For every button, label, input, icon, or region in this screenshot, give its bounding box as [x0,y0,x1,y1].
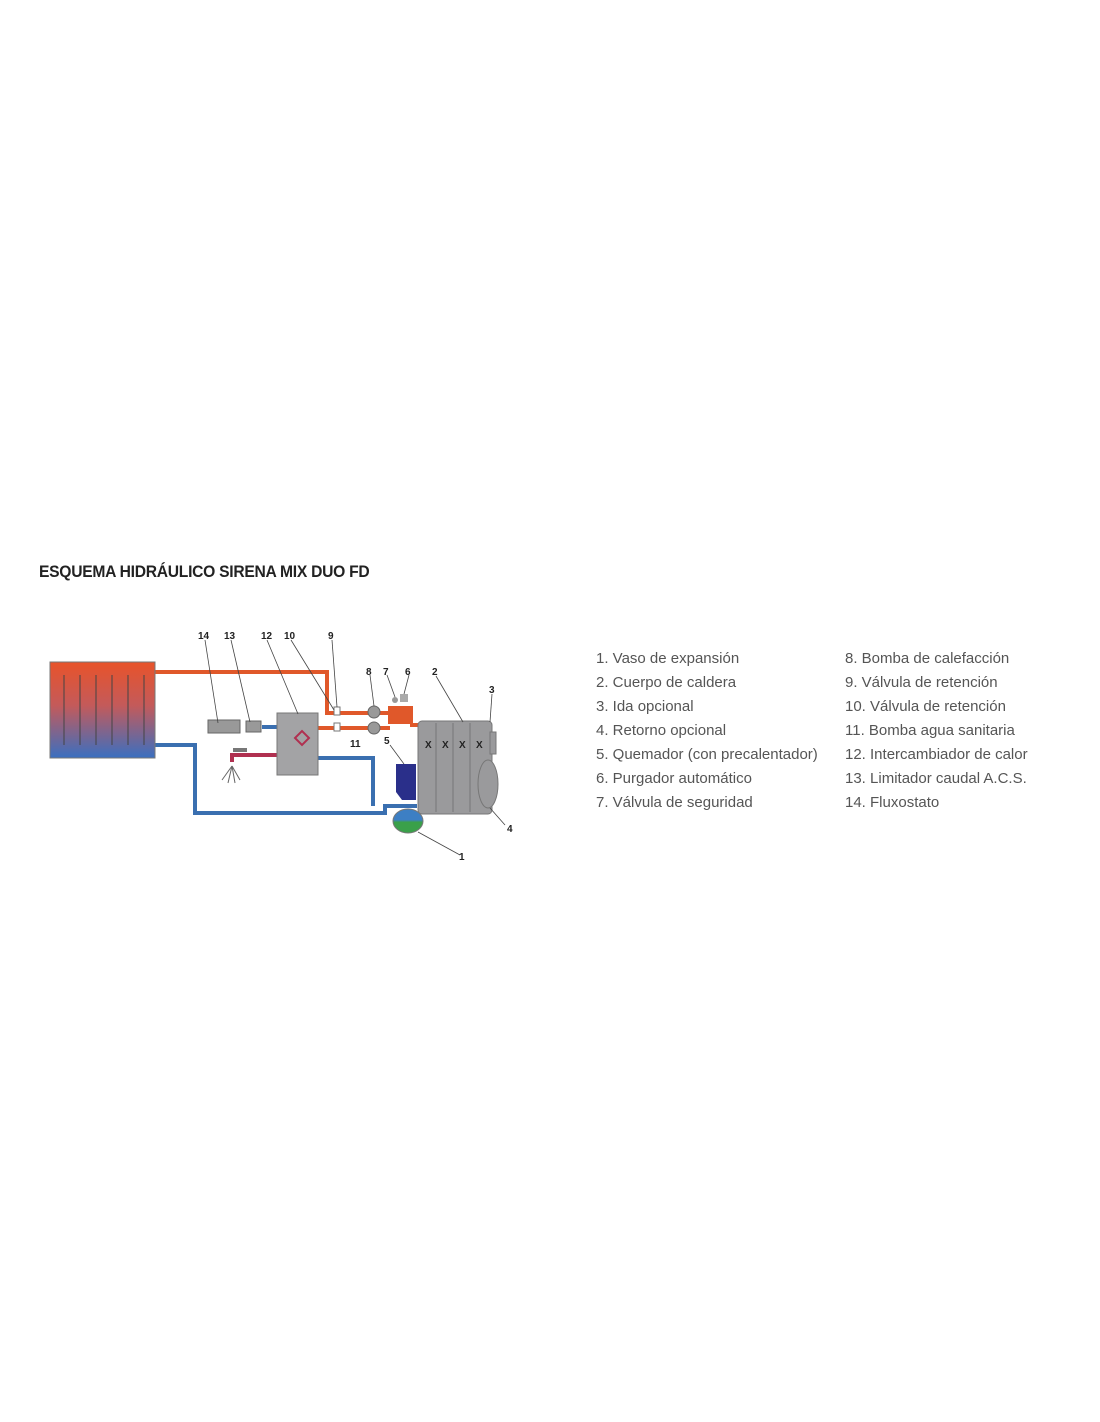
legend-column-1: 1. Vaso de expansión 2. Cuerpo de calder… [596,648,818,816]
callout-14: 14 [198,631,210,642]
legend-item: 9. Válvula de retención [845,674,998,691]
legend-item: 7. Válvula de seguridad [596,794,753,811]
flow-switch [207,719,241,734]
dhw-pump [367,721,381,735]
callout-2: 2 [432,667,438,678]
legend-item: 5. Quemador (con precalentador) [596,746,818,763]
callout-13: 13 [224,631,236,642]
legend-item: 1. Vaso de expansión [596,650,740,667]
radiator [49,661,156,759]
legend-item: 12. Intercambiador de calor [845,746,1028,763]
boiler-body [417,720,499,815]
callout-9: 9 [328,631,334,642]
legend-item: 6. Purgador automático [596,770,752,787]
legend-item: 4. Retorno opcional [596,722,727,739]
callout-12: 12 [261,631,273,642]
heating-pump [367,705,381,719]
callout-3: 3 [489,685,495,696]
legend-item: 8. Bomba de calefacción [845,650,1010,667]
legend-item: 14. Fluxostato [845,794,940,811]
callout-11: 11 [350,739,361,750]
page-title: ESQUEMA HIDRÁULICO SIRENA MIX DUO FD [39,562,370,581]
legend-item: 13. Limitador caudal A.C.S. [845,770,1027,787]
legend-item: 11. Bomba agua sanitaria [845,722,1015,739]
legend-item: 10. Válvula de retención [845,698,1006,715]
callout-7: 7 [383,667,389,678]
callout-1: 1 [459,852,465,863]
legend-column-2: 8. Bomba de calefacción 9. Válvula de re… [845,648,1028,816]
legend-item: 3. Ida opcional [596,698,694,715]
svg-text:X: X [442,740,449,751]
svg-text:X: X [476,740,483,751]
heat-exchanger [276,712,319,776]
burner [396,764,416,800]
svg-text:X: X [425,740,432,751]
callout-5: 5 [384,736,390,747]
callout-4: 4 [507,824,513,835]
legend-item: 2. Cuerpo de caldera [596,674,737,691]
callout-8: 8 [366,667,372,678]
callout-10: 10 [284,631,296,642]
callout-6: 6 [405,667,411,678]
expansion-vessel [392,808,424,834]
svg-text:X: X [459,740,466,751]
